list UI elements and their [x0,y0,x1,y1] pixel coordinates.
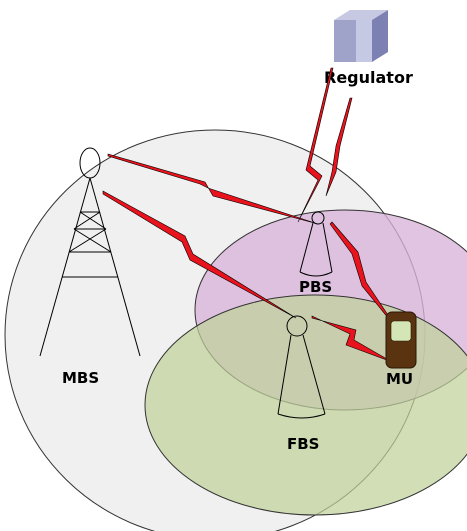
link-regulator-fbs [325,97,353,197]
mu-label: MU [386,370,413,388]
mobile-phone-icon [385,311,417,369]
link-regulator-pbs [297,67,334,223]
mbs-label: MBS [62,369,99,387]
link-mbs-fbs [102,190,297,319]
regulator-label: Regulator [324,68,413,87]
small-tower-icon [299,211,333,277]
wireless-links [102,67,399,363]
small-tower-icon [277,315,326,419]
macro-tower-icon [39,147,141,357]
fbs-coverage-area [144,294,467,516]
pbs-label: PBS [299,278,332,296]
link-pbs-mu [329,221,399,331]
link-fbs-mu [311,315,393,363]
server-cube-icon [334,10,388,62]
fbs-label: FBS [287,435,319,453]
link-mbs-pbs [107,153,319,225]
